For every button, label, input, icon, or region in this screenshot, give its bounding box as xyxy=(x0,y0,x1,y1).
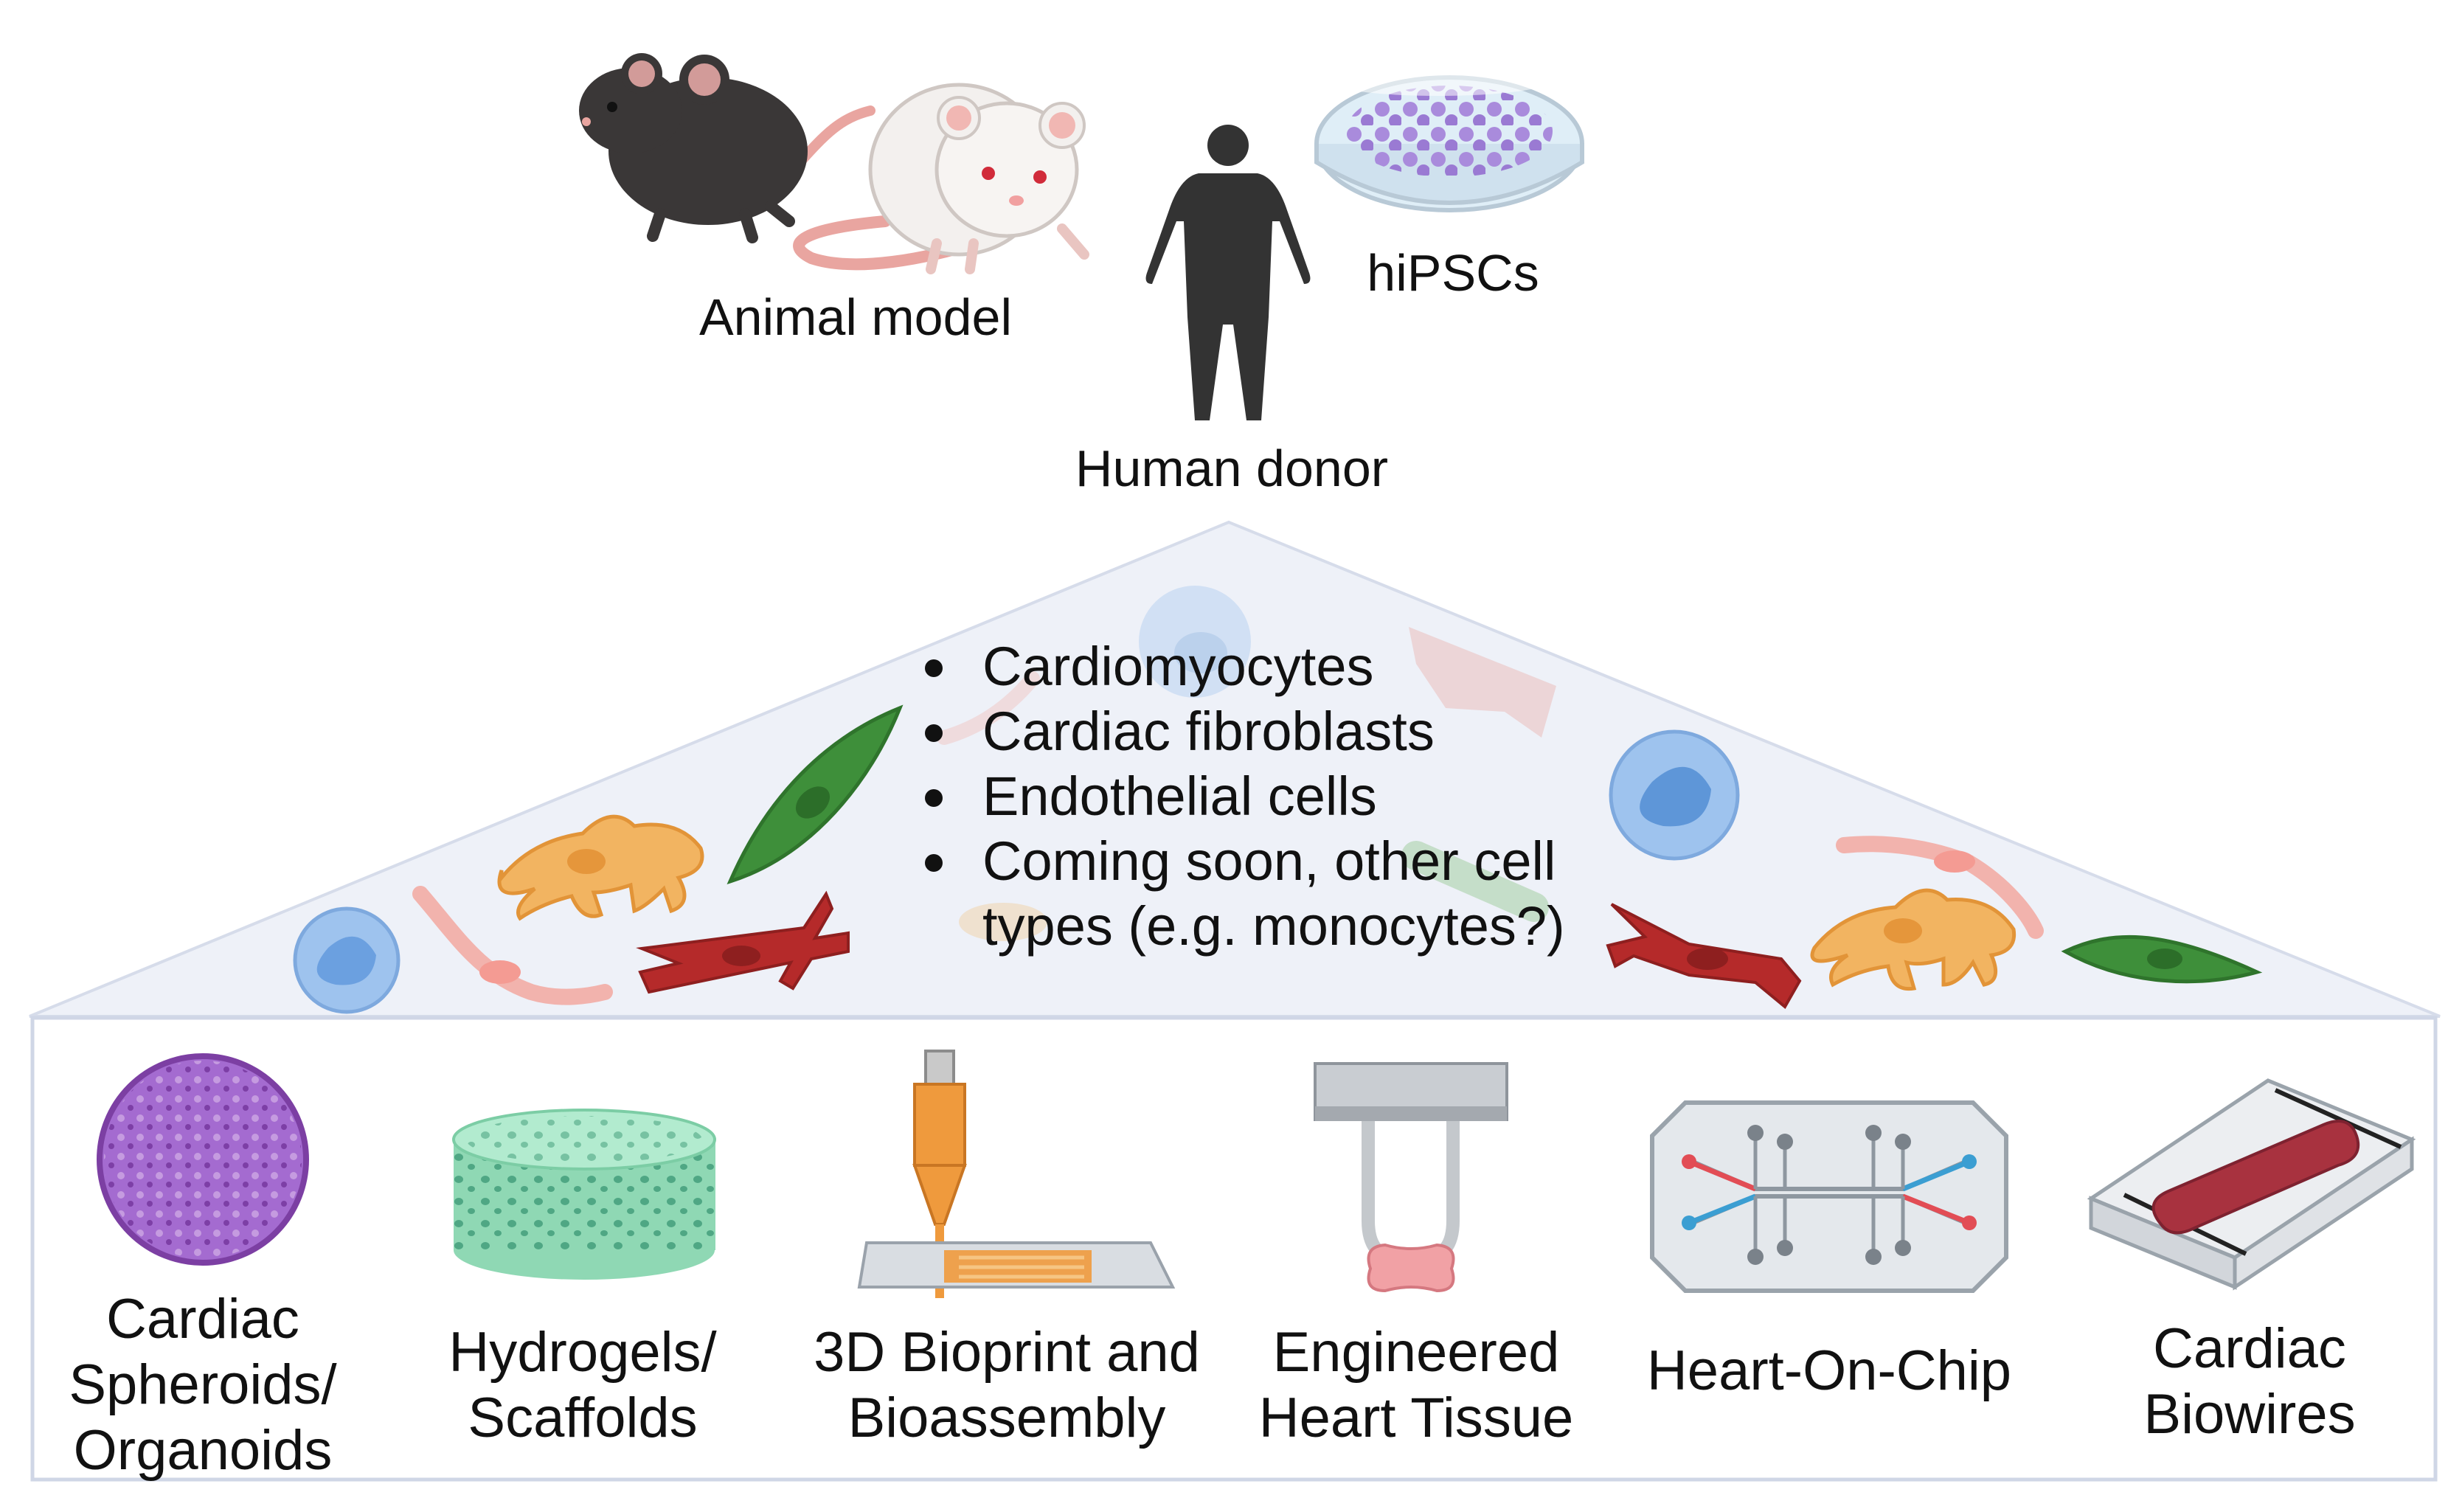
label-hydrogels-scaffolds: Hydrogels/ Scaffolds xyxy=(409,1320,756,1452)
rat-icon xyxy=(793,83,1089,274)
label-line: Cardiac xyxy=(2153,1317,2346,1380)
label-line: Hydrogels/ xyxy=(448,1321,717,1384)
hydrogel-scaffold-icon xyxy=(452,1109,716,1280)
label-line: Biowires xyxy=(2143,1382,2356,1446)
cell-type-item: Endothelial cells xyxy=(915,764,1661,829)
label-animal-model: Animal model xyxy=(698,288,1013,346)
engineered-heart-tissue-icon xyxy=(1314,1062,1508,1293)
label-line: Bioassembly xyxy=(847,1386,1166,1449)
endothelial-cell-icon xyxy=(727,704,904,885)
cardiomyocyte-icon-right xyxy=(1606,903,1802,1010)
label-3d-bioprint: 3D Bioprint and Bioassembly xyxy=(786,1320,1228,1452)
label-line: Organoids xyxy=(73,1418,333,1482)
model-panel-box xyxy=(30,1016,2438,1482)
smooth-muscle-cell-icon-right xyxy=(1836,836,2044,939)
heart-on-chip-icon xyxy=(1650,1100,2008,1293)
label-line: Spheroids/ xyxy=(69,1353,337,1416)
fibroblast-icon xyxy=(497,814,704,921)
cell-type-list: Cardiomyocytes Cardiac fibroblasts Endot… xyxy=(915,634,1661,959)
label-hipscs: hiPSCs xyxy=(1367,244,1539,302)
label-heart-on-chip: Heart-On-Chip xyxy=(1623,1339,2036,1404)
label-line: Engineered xyxy=(1272,1321,1560,1384)
label-line: 3D Bioprint and xyxy=(814,1321,1200,1384)
label-line: Heart-On-Chip xyxy=(1646,1339,2012,1402)
faded-cells xyxy=(937,586,1556,941)
mouse-icon xyxy=(579,53,875,243)
petri-dish-icon xyxy=(1314,66,1584,212)
cardiomyocyte-icon xyxy=(636,890,850,994)
spheroid-organoid-icon xyxy=(97,1053,309,1266)
label-cardiac-biowires: Cardiac Biowires xyxy=(2080,1317,2419,1448)
biowire-icon xyxy=(2087,1078,2416,1291)
label-cardiac-spheroids-organoids: Cardiac Spheroids/ Organoids xyxy=(30,1287,376,1484)
cell-type-item: Cardiomyocytes xyxy=(915,634,1661,699)
monocyte-icon-right xyxy=(1609,729,1740,861)
monocyte-icon xyxy=(293,906,400,1014)
bioprinter-icon xyxy=(857,1050,1176,1298)
label-line: Scaffolds xyxy=(468,1386,698,1449)
smooth-muscle-cell-icon xyxy=(412,886,613,1005)
label-line: Heart Tissue xyxy=(1258,1386,1574,1449)
cell-type-item: Cardiac fibroblasts xyxy=(915,699,1661,764)
endothelial-cell-icon-right xyxy=(2061,934,2263,984)
label-line: Cardiac xyxy=(106,1288,299,1350)
label-human-donor: Human donor xyxy=(1075,440,1389,497)
human-silhouette-icon xyxy=(1145,125,1311,420)
fibroblast-icon-right xyxy=(1810,888,2017,991)
cell-type-item: Coming soon, other cell types (e.g. mono… xyxy=(915,829,1661,959)
label-engineered-heart-tissue: Engineered Heart Tissue xyxy=(1224,1320,1608,1452)
